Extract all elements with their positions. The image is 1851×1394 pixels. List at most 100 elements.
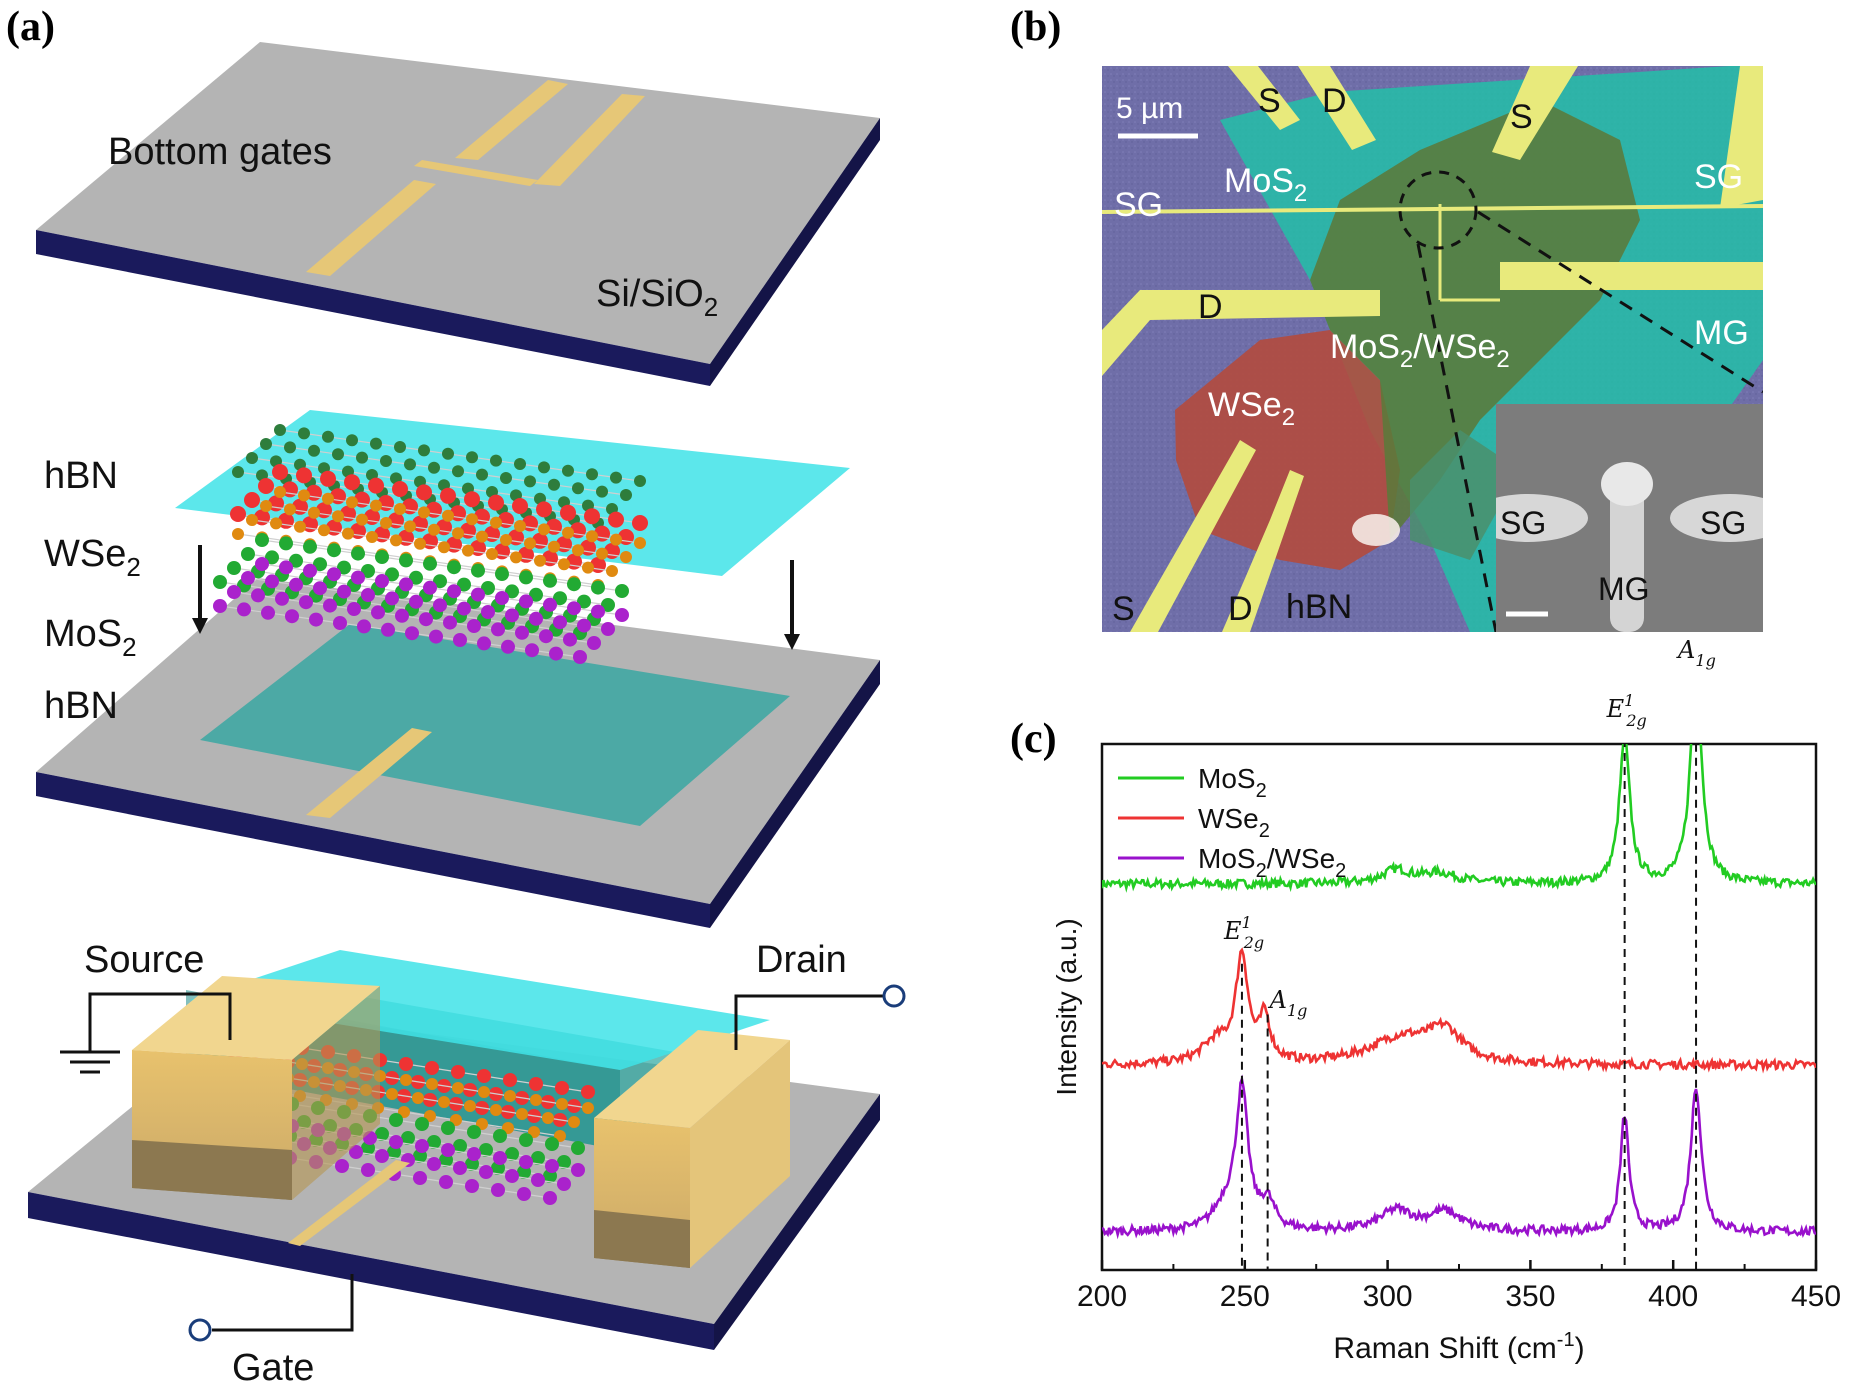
atom: [381, 622, 395, 637]
substrate-front-side: [36, 230, 710, 386]
atom: [394, 503, 406, 515]
atom: [370, 499, 382, 512]
atom: [601, 622, 615, 636]
atom: [351, 570, 365, 585]
atom: [577, 594, 591, 609]
atom: [361, 588, 375, 602]
atom: [368, 477, 384, 494]
atom: [530, 1094, 542, 1106]
atom: [440, 487, 456, 504]
atom: [414, 537, 426, 550]
atom: [519, 1155, 533, 1169]
atom: [380, 455, 392, 467]
atom: [303, 539, 317, 554]
atom: [478, 1086, 490, 1098]
atom: [481, 605, 495, 619]
atom: [539, 629, 553, 644]
atom: [490, 516, 502, 529]
x-tick-label: 300: [1363, 1280, 1413, 1313]
atom: [332, 448, 344, 461]
atom: [471, 563, 485, 578]
atom: [534, 554, 546, 567]
atom: [572, 544, 584, 557]
atom: [531, 1173, 545, 1187]
drain-contact-top: [594, 1030, 790, 1128]
atom: [385, 567, 399, 582]
atom: [488, 494, 504, 511]
atom: [517, 1187, 531, 1201]
atom: [433, 574, 447, 589]
atom: [581, 1085, 595, 1099]
atom: [543, 573, 557, 588]
atom: [335, 1159, 349, 1173]
atom: [634, 475, 646, 487]
atom: [596, 485, 608, 498]
atom: [274, 486, 286, 498]
atom: [457, 601, 471, 616]
atom: [477, 636, 491, 651]
atom: [601, 598, 615, 612]
wse2-flake: [1175, 330, 1400, 570]
atom: [261, 605, 275, 620]
atom: [213, 599, 227, 613]
atom: [577, 618, 591, 633]
atom: [418, 506, 430, 519]
inset-label-sg-left: SG: [1500, 505, 1546, 541]
atom: [361, 564, 375, 578]
atom: [398, 1106, 410, 1118]
atom: [418, 444, 430, 457]
panel-b-label: (b): [1010, 4, 1061, 50]
atom: [591, 580, 605, 595]
atom: [424, 1110, 436, 1122]
atom: [505, 584, 519, 599]
atom: [232, 466, 244, 478]
atom: [400, 1074, 412, 1086]
atom: [572, 482, 584, 495]
atom: [453, 1161, 467, 1175]
atom: [441, 1143, 455, 1157]
atom: [255, 557, 269, 571]
atom: [562, 464, 574, 477]
atom: [457, 577, 471, 592]
sem-label-heterostructure: MoS2/WSe2: [1330, 328, 1510, 373]
atom: [356, 451, 368, 464]
atom: [390, 534, 402, 547]
atom: [571, 1141, 585, 1155]
sem-image: 5 µm S D S D S D hBN SG SG MoS2 MoS2/WSe…: [1102, 66, 1763, 632]
atom: [279, 536, 293, 551]
atom: [241, 571, 255, 585]
atom: [298, 489, 310, 502]
legend-entry: MoS2/WSe2: [1198, 843, 1346, 882]
atom: [423, 580, 437, 595]
wse2-label: WSe2: [44, 533, 141, 582]
atom: [555, 1081, 569, 1095]
atom: [543, 1191, 557, 1205]
atom: [284, 441, 296, 454]
atom: [322, 492, 334, 505]
atom: [466, 513, 478, 526]
atom: [439, 1175, 453, 1189]
atom: [385, 591, 399, 606]
stack-exploded-view: hBN WSe2 MoS2 hBN: [36, 410, 880, 928]
drain-wire: [734, 994, 884, 1050]
atom: [318, 524, 330, 537]
atom: [632, 515, 648, 531]
atom: [467, 1147, 481, 1161]
atom: [230, 506, 246, 522]
atom: [452, 1082, 464, 1094]
atom: [429, 629, 443, 644]
atom: [441, 1121, 455, 1135]
substrate-label: Si/SiO2: [596, 273, 718, 322]
atom: [416, 484, 432, 501]
gate-terminal-icon: [188, 1318, 212, 1342]
atom: [586, 530, 598, 543]
atom: [504, 1090, 516, 1102]
substrate-top-layer: Bottom gates Si/SiO2: [36, 42, 880, 386]
atom: [493, 1151, 507, 1165]
device-assembled: Source Drain Gate: [28, 939, 906, 1389]
bottom-gate-lead: [306, 180, 436, 276]
atom: [554, 1130, 566, 1142]
x-tick-label: 200: [1077, 1280, 1127, 1313]
atom: [246, 514, 258, 526]
